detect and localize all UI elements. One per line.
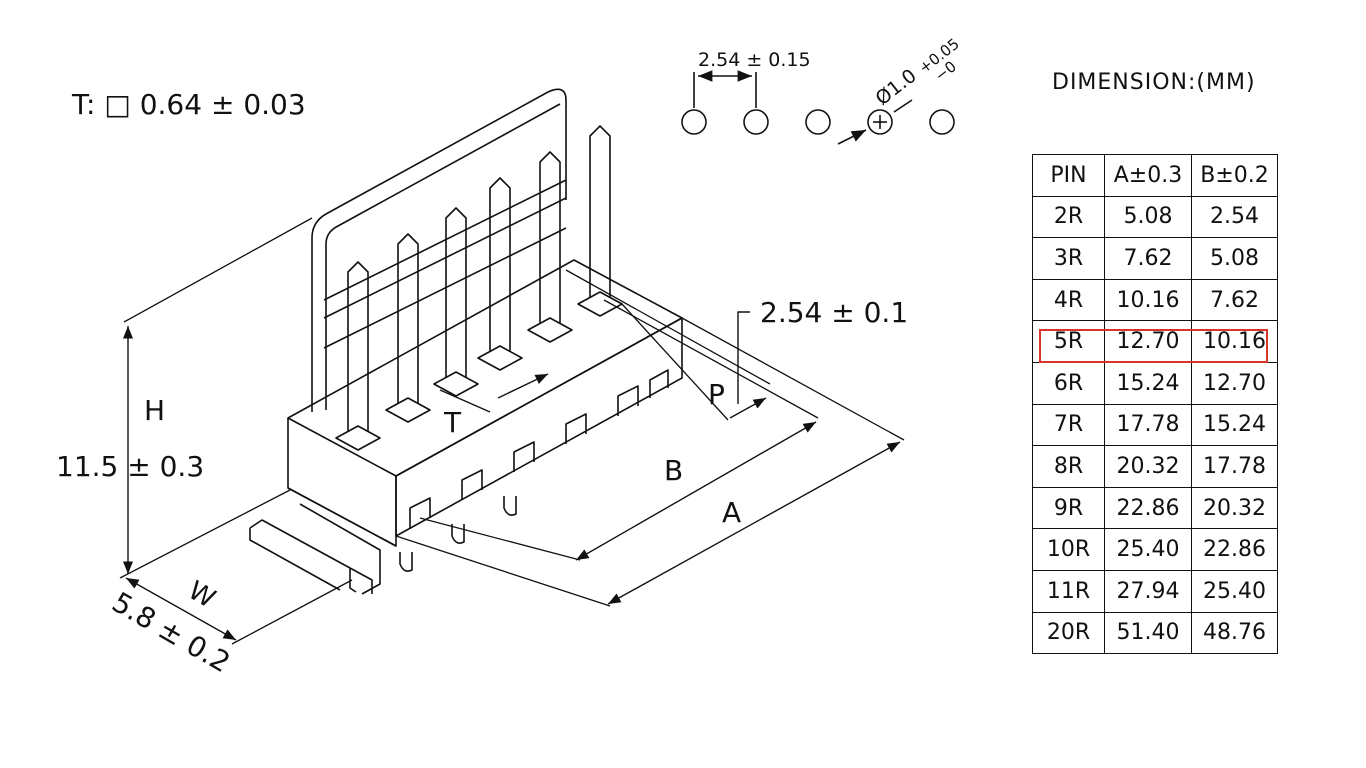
table-row: 9R 22.86 20.32 xyxy=(1032,486,1278,530)
table-row: 8R 20.32 17.78 xyxy=(1032,445,1278,488)
pin-cell: 6R xyxy=(1032,361,1105,405)
a-cell: 12.70 xyxy=(1104,320,1192,363)
housing-slots xyxy=(409,369,669,528)
pin-cell: 5R xyxy=(1032,320,1105,363)
dimension-table: PIN A±0.3 B±0.2 2R 5.08 2.54 3R 7.62 5.0… xyxy=(1032,154,1278,655)
pins xyxy=(335,125,623,451)
table-row: 7R 17.78 15.24 xyxy=(1032,403,1278,447)
a-cell: 27.94 xyxy=(1104,569,1192,613)
bottom-pin-legs xyxy=(399,496,517,572)
pin-cell: 20R xyxy=(1032,611,1105,655)
hole-pitch-label: 2.54 ± 0.15 xyxy=(698,49,811,71)
pin-cell: 2R xyxy=(1032,195,1105,239)
table-header-row: PIN A±0.3 B±0.2 xyxy=(1032,154,1278,197)
width-value-label: 5.8 ± 0.2 xyxy=(107,585,236,679)
b-cell: 22.86 xyxy=(1191,528,1278,571)
pin-offset-label: 2.54 ± 0.1 xyxy=(760,296,908,329)
b-cell: 10.16 xyxy=(1191,320,1278,363)
a-cell: 10.16 xyxy=(1104,278,1192,322)
H-label: H xyxy=(144,394,165,427)
header-pin: PIN xyxy=(1032,154,1105,197)
a-cell: 5.08 xyxy=(1104,195,1192,239)
header-a: A±0.3 xyxy=(1104,154,1192,197)
highlight-box xyxy=(1039,329,1268,363)
extension-lines xyxy=(119,217,905,645)
back-wall-inner xyxy=(325,103,561,410)
height-value-label: 11.5 ± 0.3 xyxy=(56,450,204,483)
B-label: B xyxy=(664,454,683,487)
pin-cell: 10R xyxy=(1032,528,1105,571)
a-cell: 15.24 xyxy=(1104,361,1192,405)
W-label: W xyxy=(183,576,220,615)
bent-pin-tail xyxy=(249,503,381,595)
b-cell: 17.78 xyxy=(1191,445,1278,488)
table-row: 4R 10.16 7.62 xyxy=(1032,278,1278,322)
pin-cell: 3R xyxy=(1032,237,1105,280)
b-cell: 48.76 xyxy=(1191,611,1278,655)
hole-diameter-label: Ø1.0 xyxy=(872,65,921,110)
b-cell: 12.70 xyxy=(1191,361,1278,405)
table-row: 20R 51.40 48.76 xyxy=(1032,611,1278,655)
back-wall-low-edge xyxy=(323,227,567,349)
header-b: B±0.2 xyxy=(1191,154,1278,197)
b-cell: 2.54 xyxy=(1191,195,1278,239)
pin-size-label: T: □ 0.64 ± 0.03 xyxy=(71,88,306,121)
b-cell: 20.32 xyxy=(1191,486,1278,530)
a-cell: 17.78 xyxy=(1104,403,1192,447)
a-cell: 22.86 xyxy=(1104,486,1192,530)
pin-cell: 9R xyxy=(1032,486,1105,530)
table-row: 10R 25.40 22.86 xyxy=(1032,528,1278,571)
hole-pattern xyxy=(681,70,955,145)
housing-bottom xyxy=(287,487,397,547)
table-row: 3R 7.62 5.08 xyxy=(1032,237,1278,280)
a-cell: 7.62 xyxy=(1104,237,1192,280)
T-label: T xyxy=(443,406,462,439)
b-cell: 7.62 xyxy=(1191,278,1278,322)
a-cell: 20.32 xyxy=(1104,445,1192,488)
b-cell: 5.08 xyxy=(1191,237,1278,280)
table-row: 6R 15.24 12.70 xyxy=(1032,361,1278,405)
a-cell: 51.40 xyxy=(1104,611,1192,655)
A-label: A xyxy=(722,496,741,529)
back-wall-mid-edge xyxy=(323,197,567,319)
table-row-highlighted: 5R 12.70 10.16 xyxy=(1032,320,1278,363)
housing-front xyxy=(395,317,683,537)
b-cell: 15.24 xyxy=(1191,403,1278,447)
back-wall-top-edge xyxy=(323,179,567,301)
a-cell: 25.40 xyxy=(1104,528,1192,571)
pin-cell: 11R xyxy=(1032,569,1105,613)
dimension-arrows xyxy=(122,311,901,641)
pin-cell: 8R xyxy=(1032,445,1105,488)
dimension-title: DIMENSION:(MM) xyxy=(1052,70,1256,95)
b-cell: 25.40 xyxy=(1191,569,1278,613)
pin-cell: 4R xyxy=(1032,278,1105,322)
back-wall xyxy=(311,88,567,412)
table-row: 11R 27.94 25.40 xyxy=(1032,569,1278,613)
P-label: P xyxy=(708,378,725,411)
pin-cell: 7R xyxy=(1032,403,1105,447)
table-row: 2R 5.08 2.54 xyxy=(1032,195,1278,239)
